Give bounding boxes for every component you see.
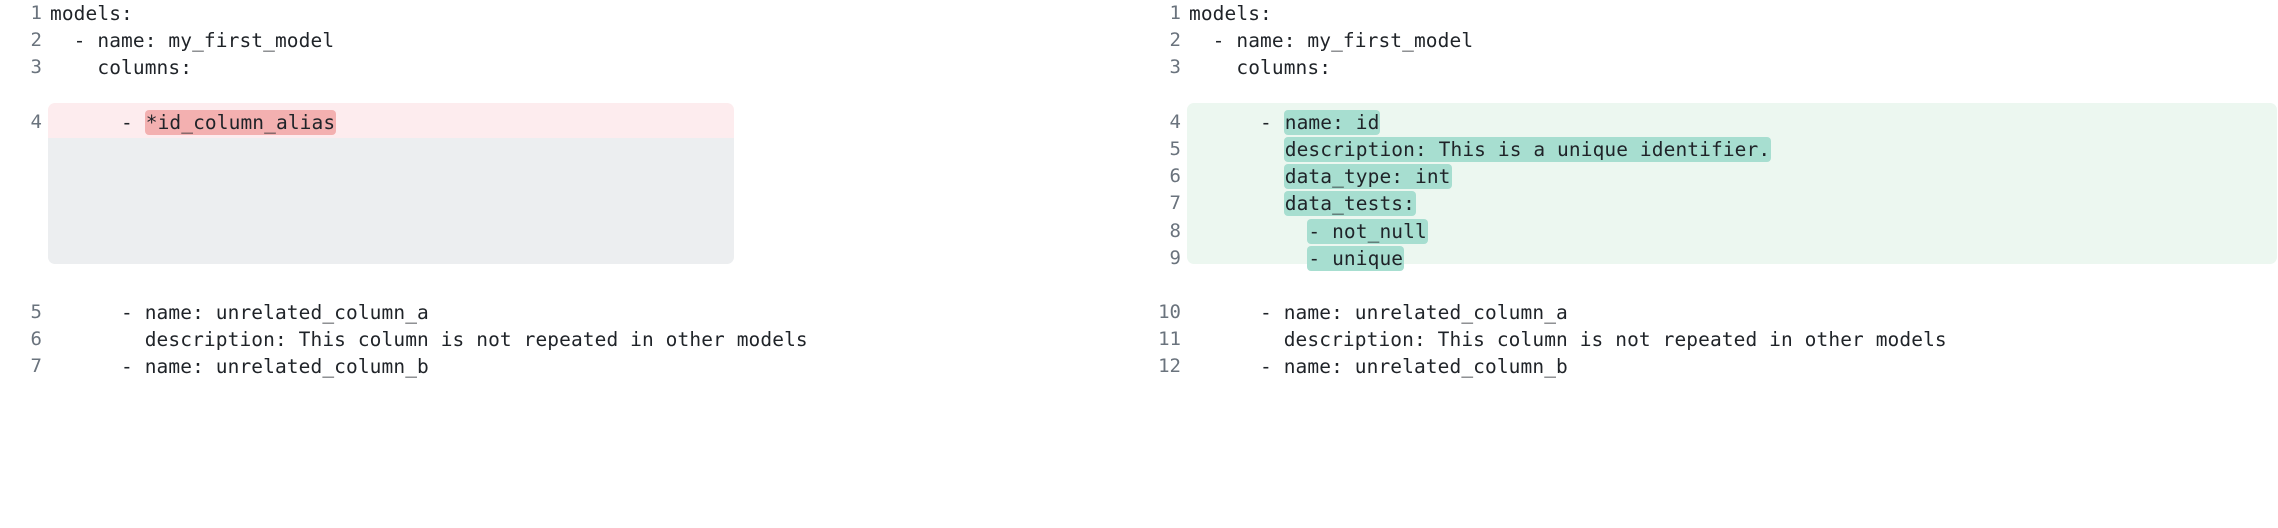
filler-row xyxy=(6,245,1139,272)
line-content: - name: my_first_model xyxy=(1189,29,1474,53)
line-content: - name: unrelated_column_a xyxy=(50,301,429,325)
line-number: 6 xyxy=(30,328,42,351)
line-number: 8 xyxy=(1169,219,1181,242)
filler-row xyxy=(6,136,1139,163)
code-line-added[interactable]: 4 - name: id xyxy=(1145,109,2278,136)
line-content: - name: id xyxy=(1189,109,1381,135)
diff-pane-before: 1 models: 2 - name: my_first_model 3 col… xyxy=(6,0,1139,380)
line-content: columns: xyxy=(50,56,193,80)
filler-row xyxy=(6,218,1139,245)
line-content: models: xyxy=(50,2,133,25)
code-line[interactable]: 11 description: This column is not repea… xyxy=(1145,326,2278,353)
code-line-added[interactable]: 8 - not_null xyxy=(1145,218,2278,245)
line-number: 12 xyxy=(1158,355,1181,378)
spacer-row xyxy=(6,272,1139,299)
line-content: description: This column is not repeated… xyxy=(1189,328,1947,352)
line-content: data_type: int xyxy=(1189,163,2278,190)
line-number: 3 xyxy=(30,56,42,79)
line-number: 4 xyxy=(1169,110,1181,133)
line-content: - name: my_first_model xyxy=(50,29,335,53)
line-content: description: This is a unique identifier… xyxy=(1189,136,2278,163)
line-number: 10 xyxy=(1158,301,1181,324)
code-line[interactable]: 10 - name: unrelated_column_a xyxy=(1145,299,2278,326)
code-line-deleted[interactable]: 4 - *id_column_alias xyxy=(6,109,1139,136)
filler-row xyxy=(6,190,1139,217)
line-content: - *id_column_alias xyxy=(50,109,337,135)
code-line[interactable]: 12 - name: unrelated_column_b xyxy=(1145,353,2278,380)
line-number: 1 xyxy=(30,2,42,24)
line-number: 6 xyxy=(1169,165,1181,188)
code-line-added[interactable]: 6 data_type: int xyxy=(1145,163,2278,190)
line-content: columns: xyxy=(1189,56,1332,80)
code-line[interactable]: 2 - name: my_first_model xyxy=(1145,27,2278,54)
line-number: 2 xyxy=(1169,29,1181,52)
spacer-row xyxy=(6,82,1139,109)
code-line[interactable]: 1 models: xyxy=(1145,0,2278,27)
filler-row xyxy=(6,163,1139,190)
code-line[interactable]: 1 models: xyxy=(6,0,1139,27)
spacer-row xyxy=(1145,272,2278,299)
line-number: 11 xyxy=(1158,328,1181,351)
added-token: name: id xyxy=(1283,109,1381,135)
line-content: data_tests: xyxy=(1189,190,2278,217)
line-content: - name: unrelated_column_a xyxy=(1189,301,1568,325)
line-content: description: This column is not repeated… xyxy=(50,328,808,352)
code-line-added[interactable]: 5 description: This is a unique identifi… xyxy=(1145,136,2278,163)
code-line[interactable]: 7 - name: unrelated_column_b xyxy=(6,353,1139,380)
line-content: - name: unrelated_column_b xyxy=(50,355,429,379)
added-token: data_tests: xyxy=(1283,191,1416,217)
code-line[interactable]: 5 - name: unrelated_column_a xyxy=(6,299,1139,326)
added-token: data_type: int xyxy=(1283,164,1452,190)
line-content: - not_null xyxy=(1189,218,2278,245)
line-number: 5 xyxy=(30,301,42,324)
code-line[interactable]: 6 description: This column is not repeat… xyxy=(6,326,1139,353)
line-number: 3 xyxy=(1169,56,1181,79)
code-line[interactable]: 2 - name: my_first_model xyxy=(6,27,1139,54)
line-content: - name: unrelated_column_b xyxy=(1189,355,1568,379)
line-number: 2 xyxy=(30,29,42,52)
line-number: 7 xyxy=(1169,192,1181,215)
line-number: 4 xyxy=(30,110,42,133)
line-number: 9 xyxy=(1169,246,1181,269)
line-content: models: xyxy=(1189,2,1272,25)
code-line-added[interactable]: 7 data_tests: xyxy=(1145,190,2278,217)
code-line[interactable]: 3 columns: xyxy=(6,54,1139,81)
line-content: - unique xyxy=(1189,245,2278,272)
deleted-token: *id_column_alias xyxy=(144,109,337,135)
added-token: description: This is a unique identifier… xyxy=(1283,136,1772,162)
added-token: - unique xyxy=(1307,245,1405,271)
line-number: 1 xyxy=(1169,2,1181,24)
spacer-row xyxy=(1145,82,2278,109)
code-line[interactable]: 3 columns: xyxy=(1145,54,2278,81)
gray-filler-block xyxy=(48,138,734,264)
diff-pane-after: 1 models: 2 - name: my_first_model 3 col… xyxy=(1139,0,2278,528)
line-number: 5 xyxy=(1169,137,1181,160)
added-token: - not_null xyxy=(1307,218,1428,244)
code-line-added[interactable]: 9 - unique xyxy=(1145,245,2278,272)
line-number: 7 xyxy=(30,355,42,378)
